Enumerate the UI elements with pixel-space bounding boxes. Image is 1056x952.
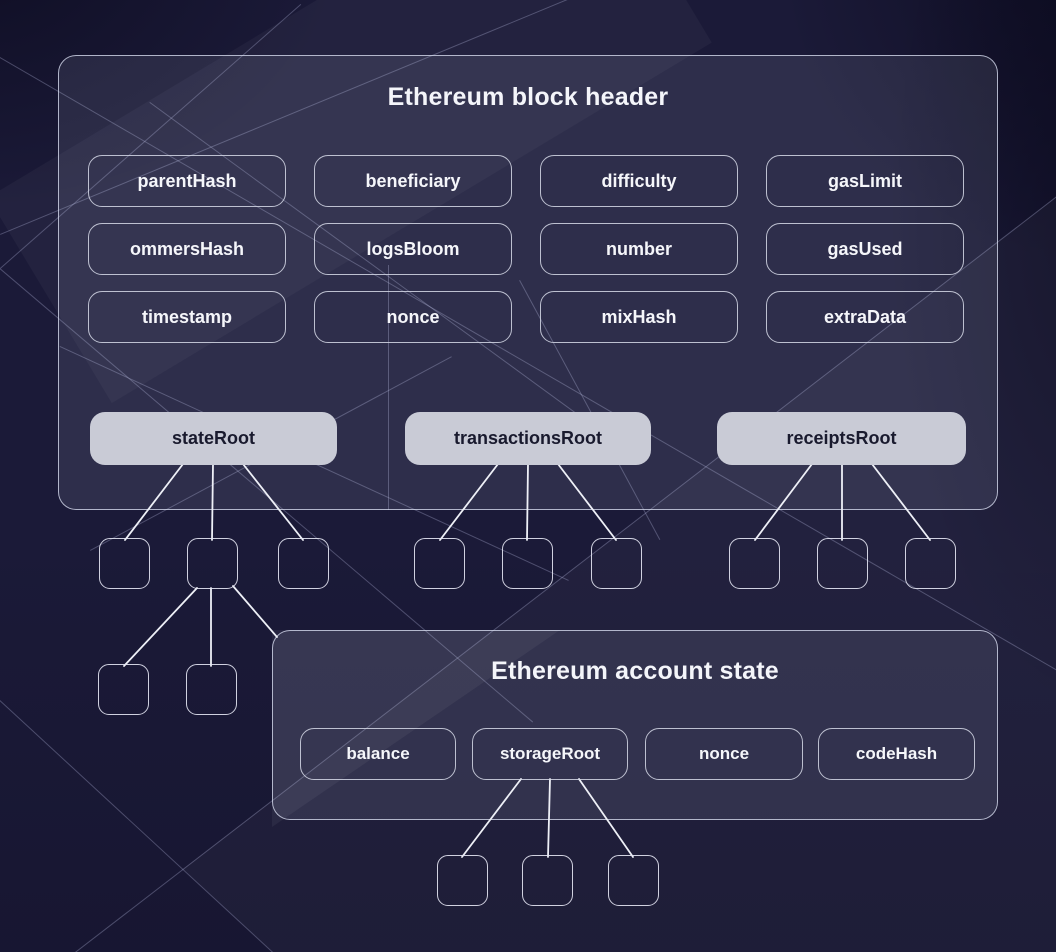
deco-line bbox=[388, 265, 389, 510]
field-mixhash: mixHash bbox=[540, 291, 738, 343]
field-storageroot: storageRoot bbox=[472, 728, 628, 780]
field-parenthash: parentHash bbox=[88, 155, 286, 207]
account-state-title: Ethereum account state bbox=[491, 657, 779, 685]
storage-trie-node-2 bbox=[522, 855, 573, 906]
trie-node-receipts-2 bbox=[817, 538, 868, 589]
field-codehash: codeHash bbox=[818, 728, 975, 780]
field-extradata: extraData bbox=[766, 291, 964, 343]
trie-node-state-2-1 bbox=[98, 664, 149, 715]
field-number: number bbox=[540, 223, 738, 275]
field-balance: balance bbox=[300, 728, 456, 780]
transactions-root-box: transactionsRoot bbox=[405, 412, 651, 465]
trie-node-receipts-3 bbox=[905, 538, 956, 589]
field-beneficiary: beneficiary bbox=[314, 155, 512, 207]
trie-node-state-3 bbox=[278, 538, 329, 589]
trie-node-tx-3 bbox=[591, 538, 642, 589]
field-nonce: nonce bbox=[314, 291, 512, 343]
trie-node-tx-1 bbox=[414, 538, 465, 589]
trie-node-state-2 bbox=[187, 538, 238, 589]
trie-node-receipts-1 bbox=[729, 538, 780, 589]
trie-node-state-2-2 bbox=[186, 664, 237, 715]
field-difficulty: difficulty bbox=[540, 155, 738, 207]
field-logsbloom: logsBloom bbox=[314, 223, 512, 275]
field-gasused: gasUsed bbox=[766, 223, 964, 275]
account-state-panel bbox=[272, 630, 998, 820]
field-gaslimit: gasLimit bbox=[766, 155, 964, 207]
storage-trie-node-3 bbox=[608, 855, 659, 906]
field-timestamp: timestamp bbox=[88, 291, 286, 343]
field-ommershash: ommersHash bbox=[88, 223, 286, 275]
trie-node-state-1 bbox=[99, 538, 150, 589]
receipts-root-box: receiptsRoot bbox=[717, 412, 966, 465]
trie-node-tx-2 bbox=[502, 538, 553, 589]
storage-trie-node-1 bbox=[437, 855, 488, 906]
field-acct-nonce: nonce bbox=[645, 728, 803, 780]
block-header-title: Ethereum block header bbox=[387, 83, 669, 111]
state-root-box: stateRoot bbox=[90, 412, 337, 465]
